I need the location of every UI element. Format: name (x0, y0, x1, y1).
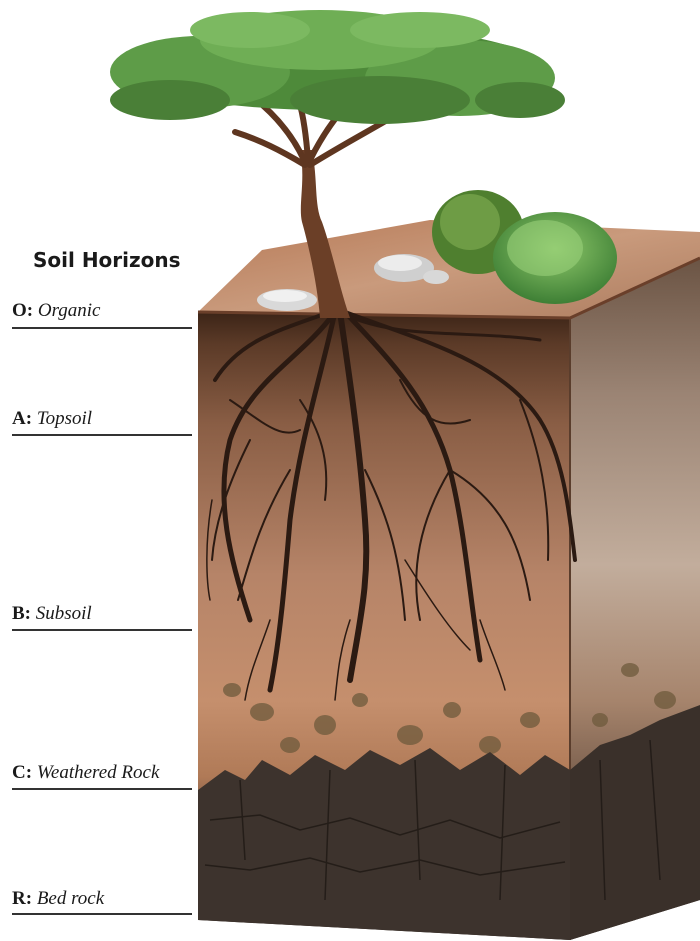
leader-line (12, 913, 192, 915)
horizon-name: Topsoil (37, 408, 92, 429)
horizon-code: R: (12, 888, 32, 909)
diagram-title: Soil Horizons (33, 248, 181, 272)
bedrock (198, 748, 570, 940)
rock (423, 270, 449, 284)
horizon-name: Organic (38, 300, 101, 321)
tree-canopy (110, 10, 565, 124)
leader-line (12, 788, 192, 790)
leader-line (12, 629, 192, 631)
horizon-label-weathered-rock: C: Weathered Rock (12, 762, 159, 784)
horizon-code: B: (12, 603, 31, 624)
horizon-label-topsoil: A: Topsoil (12, 408, 92, 430)
leader-line (12, 327, 192, 329)
horizon-label-bedrock: R: Bed rock (12, 888, 104, 910)
horizon-label-organic: O: Organic (12, 300, 100, 322)
horizon-code: A: (12, 408, 32, 429)
horizon-code: C: (12, 762, 32, 783)
horizon-name: Subsoil (36, 603, 92, 624)
horizon-name: Weathered Rock (37, 762, 160, 783)
horizon-name: Bed rock (37, 888, 104, 909)
horizon-code: O: (12, 300, 33, 321)
horizon-label-subsoil: B: Subsoil (12, 603, 92, 625)
leader-line (12, 434, 192, 436)
